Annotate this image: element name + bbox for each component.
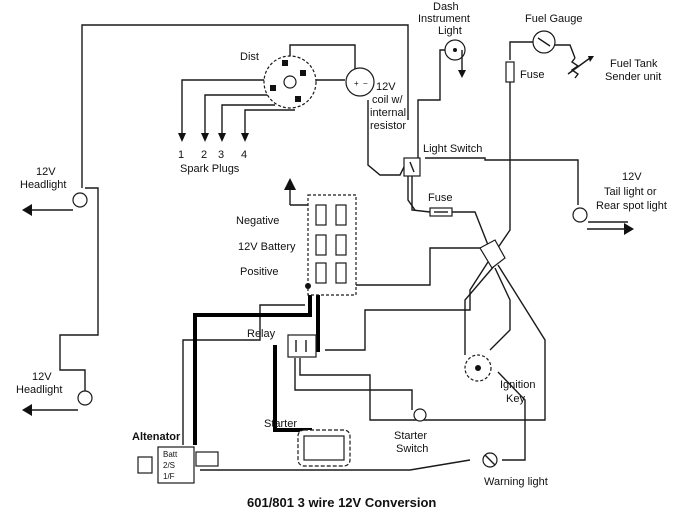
dash-light-label-1: Dash (433, 1, 459, 13)
ignition-coil: + − (345, 67, 375, 97)
alt-terminal-batt: Batt (163, 450, 178, 459)
coil-label-4: resistor (370, 120, 406, 132)
alternator (137, 446, 219, 484)
fuel-gauge (532, 30, 556, 54)
dash-light-label-3: Light (438, 25, 462, 37)
fuse-lower (429, 207, 453, 217)
ignition-key (464, 354, 492, 382)
spark-plugs-label: Spark Plugs (180, 163, 240, 175)
warning-light (482, 452, 498, 468)
relay (287, 334, 317, 358)
spark-plug-number-2: 2 (201, 149, 207, 161)
headlight-lower-label-2: Headlight (16, 384, 62, 396)
dash-light-label-2: Instrument (418, 13, 470, 25)
light-switch-label: Light Switch (423, 143, 482, 155)
coil-label-2: coil w/ (372, 94, 404, 106)
negative-label: Negative (236, 215, 279, 227)
fuse-upper-label: Fuse (520, 69, 544, 81)
fuse-lower-label: Fuse (428, 192, 452, 204)
headlight-lower (22, 390, 93, 416)
alt-terminal-1f: 1/F (163, 472, 175, 481)
spark-plug-number-4: 4 (241, 149, 247, 161)
fuel-tank-label-1: Fuel Tank (610, 58, 658, 70)
headlight-upper-label-2: Headlight (20, 179, 66, 191)
tail-light (572, 207, 634, 235)
spark-plug-number-1: 1 (178, 149, 184, 161)
dash-light (444, 39, 466, 78)
headlight-upper-label-1: 12V (36, 166, 56, 178)
coil-label-1: 12V (376, 81, 396, 93)
headlight-upper (22, 192, 88, 216)
fuse-upper (505, 61, 515, 83)
alt-terminal-2s: 2/S (163, 461, 175, 470)
fuel-sender (567, 56, 594, 79)
fuel-tank-label-2: Sender unit (605, 71, 661, 83)
battery-label: 12V Battery (238, 241, 296, 253)
distributor (263, 55, 317, 109)
relay-label: Relay (247, 328, 276, 340)
alternator-label: Altenator (132, 431, 181, 443)
starter-motor (297, 429, 351, 467)
junction-block (479, 239, 506, 269)
positive-label: Positive (240, 266, 279, 278)
diagram-title: 601/801 3 wire 12V Conversion (247, 495, 436, 510)
light-switch (403, 157, 421, 177)
headlight-lower-label-1: 12V (32, 371, 52, 383)
starter-switch-label-2: Switch (396, 443, 428, 455)
fuel-gauge-label: Fuel Gauge (525, 13, 582, 25)
starter-switch-label-1: Starter (394, 430, 427, 442)
labels: Dist 12V coil w/ internal resistor 1 2 3… (16, 1, 667, 510)
coil-label-3: internal (370, 107, 406, 119)
ignition-key-label-1: Ignition (500, 379, 535, 391)
starter-switch (413, 408, 427, 422)
svg-text:+: + (354, 79, 359, 88)
spark-plug-number-3: 3 (218, 149, 224, 161)
ignition-key-label-2: Key (506, 393, 525, 405)
tail-light-label-2: Tail light or (604, 186, 657, 198)
wires (59, 24, 628, 471)
warning-light-label: Warning light (484, 476, 548, 488)
svg-text:−: − (363, 79, 368, 88)
dist-label: Dist (240, 51, 259, 63)
tail-light-label-1: 12V (622, 171, 642, 183)
spark-plug-wires (178, 79, 295, 142)
starter-label: Starter (264, 418, 297, 430)
battery (284, 178, 357, 296)
tail-light-label-3: Rear spot light (596, 200, 667, 212)
